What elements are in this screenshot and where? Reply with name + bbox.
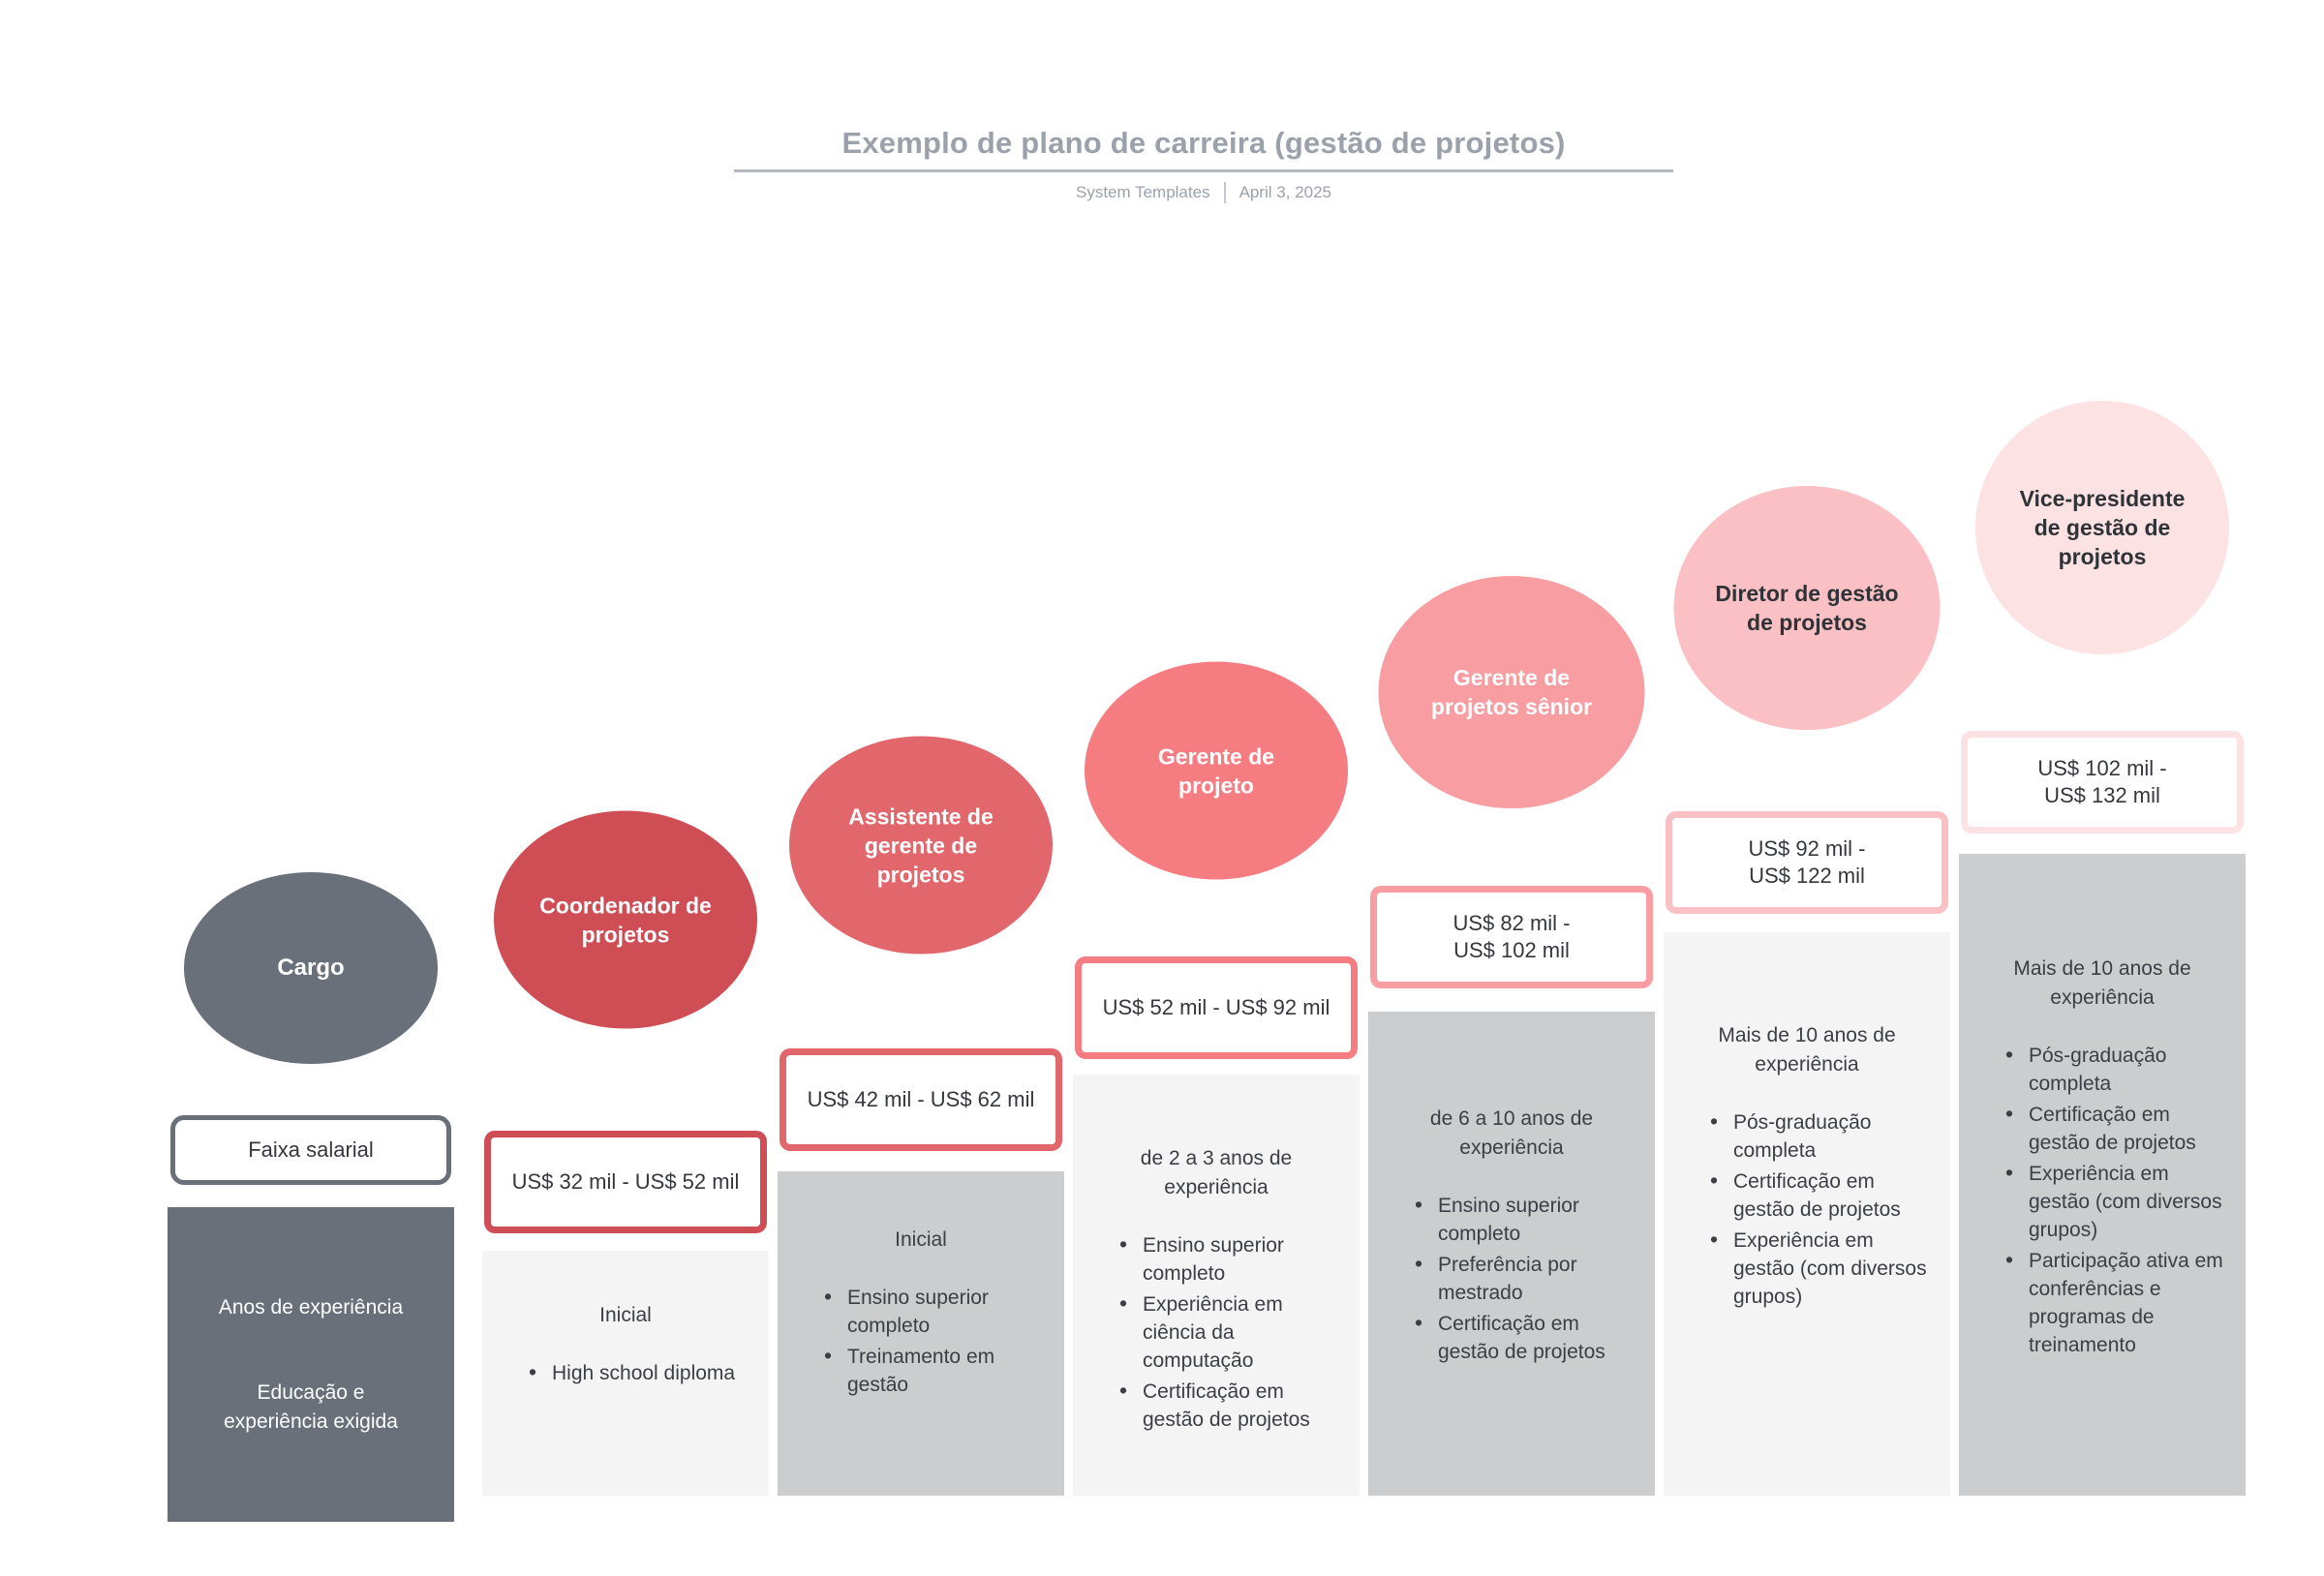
subtitle: System Templates April 3, 2025: [734, 182, 1673, 203]
role-circle: Vice-presidente de gestão de projetos: [1975, 401, 2229, 654]
salary-range-box: US$ 52 mil - US$ 92 mil: [1075, 956, 1358, 1059]
requirement-item: Certificação em gestão de projetos: [1710, 1167, 1935, 1224]
requirement-item: Ensino superior completo: [824, 1283, 1049, 1340]
requirements-list: Pós-graduação completa Certificação em g…: [1664, 1107, 1950, 1311]
role-circle: Gerente de projetos sênior: [1378, 576, 1645, 808]
career-level-5: Diretor de gestão de projetos US$ 92 mil…: [1664, 0, 1950, 1576]
title-block: Exemplo de plano de carreira (gestão de …: [734, 126, 1673, 203]
requirements-column: Mais de 10 anos de experiência Pós-gradu…: [1664, 932, 1950, 1496]
requirement-item: Participação ativa em conferências e pro…: [2005, 1246, 2230, 1359]
experience-duration: Inicial: [599, 1304, 652, 1326]
experience-duration: de 6 a 10 anos de experiência: [1429, 1107, 1594, 1159]
salary-range-box: US$ 82 mil - US$ 102 mil: [1370, 886, 1653, 988]
requirement-item: High school diploma: [529, 1358, 753, 1387]
requirement-item: Pós-graduação completa: [1710, 1107, 1935, 1165]
career-level-2: Assistente de gerente de projetos US$ 42…: [778, 0, 1064, 1576]
role-circle: Diretor de gestão de projetos: [1673, 486, 1941, 730]
requirement-item: Certificação em gestão de projetos: [1415, 1309, 1639, 1366]
requirements-list: Ensino superior completo Treinamento em …: [778, 1283, 1064, 1399]
subtitle-separator: [1223, 182, 1226, 203]
role-circle: Coordenador de projetos: [494, 810, 757, 1029]
career-level-1: Coordenador de projetos US$ 32 mil - US$…: [482, 0, 769, 1576]
experience-duration: Inicial: [895, 1228, 947, 1251]
role-circle: Gerente de projeto: [1085, 661, 1348, 880]
requirement-item: Experiência em gestão (com diversos grup…: [1710, 1226, 1935, 1311]
requirements-list: Ensino superior completo Experiência em …: [1073, 1230, 1360, 1434]
career-level-6: Vice-presidente de gestão de projetos US…: [1959, 0, 2246, 1576]
requirements-list: High school diploma: [482, 1358, 769, 1387]
legend-role-circle: Cargo: [184, 872, 438, 1064]
requirement-item: Experiência em gestão (com diversos grup…: [2005, 1159, 2230, 1244]
salary-range-box: US$ 102 mil - US$ 132 mil: [1961, 731, 2244, 833]
requirement-item: Certificação em gestão de projetos: [1119, 1377, 1344, 1434]
date-label: April 3, 2025: [1238, 183, 1332, 201]
requirement-item: Preferência por mestrado: [1415, 1250, 1639, 1307]
experience-duration: Mais de 10 anos de experiência: [2013, 957, 2191, 1009]
salary-range-box: US$ 92 mil - US$ 122 mil: [1666, 811, 1948, 914]
legend-column: Cargo Faixa salarial Anos de experiência…: [168, 0, 454, 1576]
requirement-item: Pós-graduação completa: [2005, 1041, 2230, 1098]
legend-education-label: Educação e experiência exigida: [224, 1380, 398, 1433]
requirements-column: Inicial Ensino superior completo Treinam…: [778, 1171, 1064, 1496]
salary-range-box: US$ 42 mil - US$ 62 mil: [780, 1048, 1062, 1151]
salary-range-box: US$ 32 mil - US$ 52 mil: [484, 1131, 767, 1233]
requirement-item: Ensino superior completo: [1119, 1230, 1344, 1288]
requirements-list: Pós-graduação completa Certificação em g…: [1959, 1041, 2246, 1359]
requirement-item: Ensino superior completo: [1415, 1191, 1639, 1248]
experience-duration: de 2 a 3 anos de experiência: [1140, 1147, 1293, 1198]
experience-duration: Mais de 10 anos de experiência: [1718, 1024, 1896, 1076]
requirements-list: Ensino superior completo Preferência por…: [1368, 1191, 1655, 1366]
legend-salary-box: Faixa salarial: [170, 1115, 451, 1185]
requirement-item: Certificação em gestão de projetos: [2005, 1100, 2230, 1157]
requirement-item: Experiência em ciência da computação: [1119, 1289, 1344, 1375]
requirements-column: de 6 a 10 anos de experiência Ensino sup…: [1368, 1012, 1655, 1496]
source-label: System Templates: [1075, 183, 1210, 201]
legend-requirements-box: Anos de experiência Educação e experiênc…: [168, 1207, 454, 1522]
career-level-3: Gerente de projeto US$ 52 mil - US$ 92 m…: [1073, 0, 1360, 1576]
page-title: Exemplo de plano de carreira (gestão de …: [841, 126, 1566, 160]
requirements-column: Inicial High school diploma: [482, 1251, 769, 1496]
legend-experience-label: Anos de experiência: [218, 1295, 404, 1318]
career-level-4: Gerente de projetos sênior US$ 82 mil - …: [1368, 0, 1655, 1576]
requirements-column: Mais de 10 anos de experiência Pós-gradu…: [1959, 854, 2246, 1496]
requirements-column: de 2 a 3 anos de experiência Ensino supe…: [1073, 1075, 1360, 1496]
title-underline: [734, 169, 1673, 172]
requirement-item: Treinamento em gestão: [824, 1342, 1049, 1399]
role-circle: Assistente de gerente de projetos: [789, 736, 1053, 955]
